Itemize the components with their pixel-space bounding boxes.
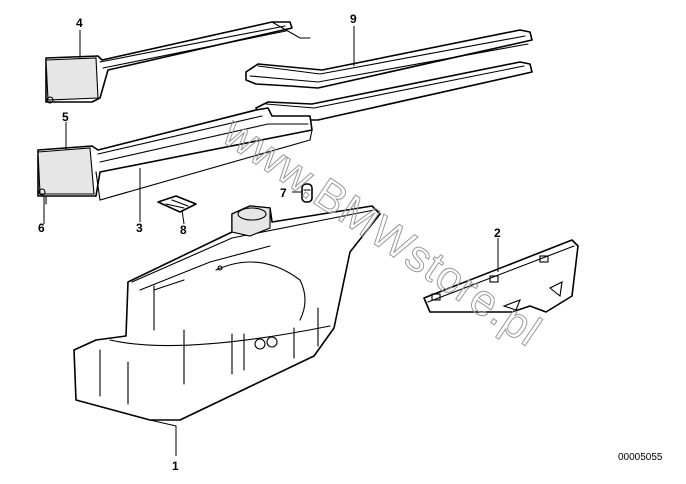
callout-3: 3 [136, 221, 143, 235]
part-5-rail [37, 107, 313, 205]
part-2-bracket [423, 239, 579, 313]
callout-4: 4 [76, 16, 83, 30]
diagram-code: 00005055 [618, 452, 663, 463]
part-9-rail [245, 29, 533, 121]
callout-9: 9 [350, 12, 357, 26]
part-7-clip [301, 183, 313, 203]
callout-5: 5 [62, 110, 69, 124]
callout-2: 2 [494, 226, 501, 240]
callout-7: 7 [280, 186, 287, 200]
part-1-floor-panel [73, 205, 381, 427]
leader-lines [43, 26, 499, 456]
callout-8: 8 [180, 223, 187, 237]
callout-6: 6 [38, 221, 45, 235]
callout-1: 1 [172, 459, 179, 473]
part-4-rail [45, 21, 311, 104]
part-8-bracket [157, 195, 197, 213]
